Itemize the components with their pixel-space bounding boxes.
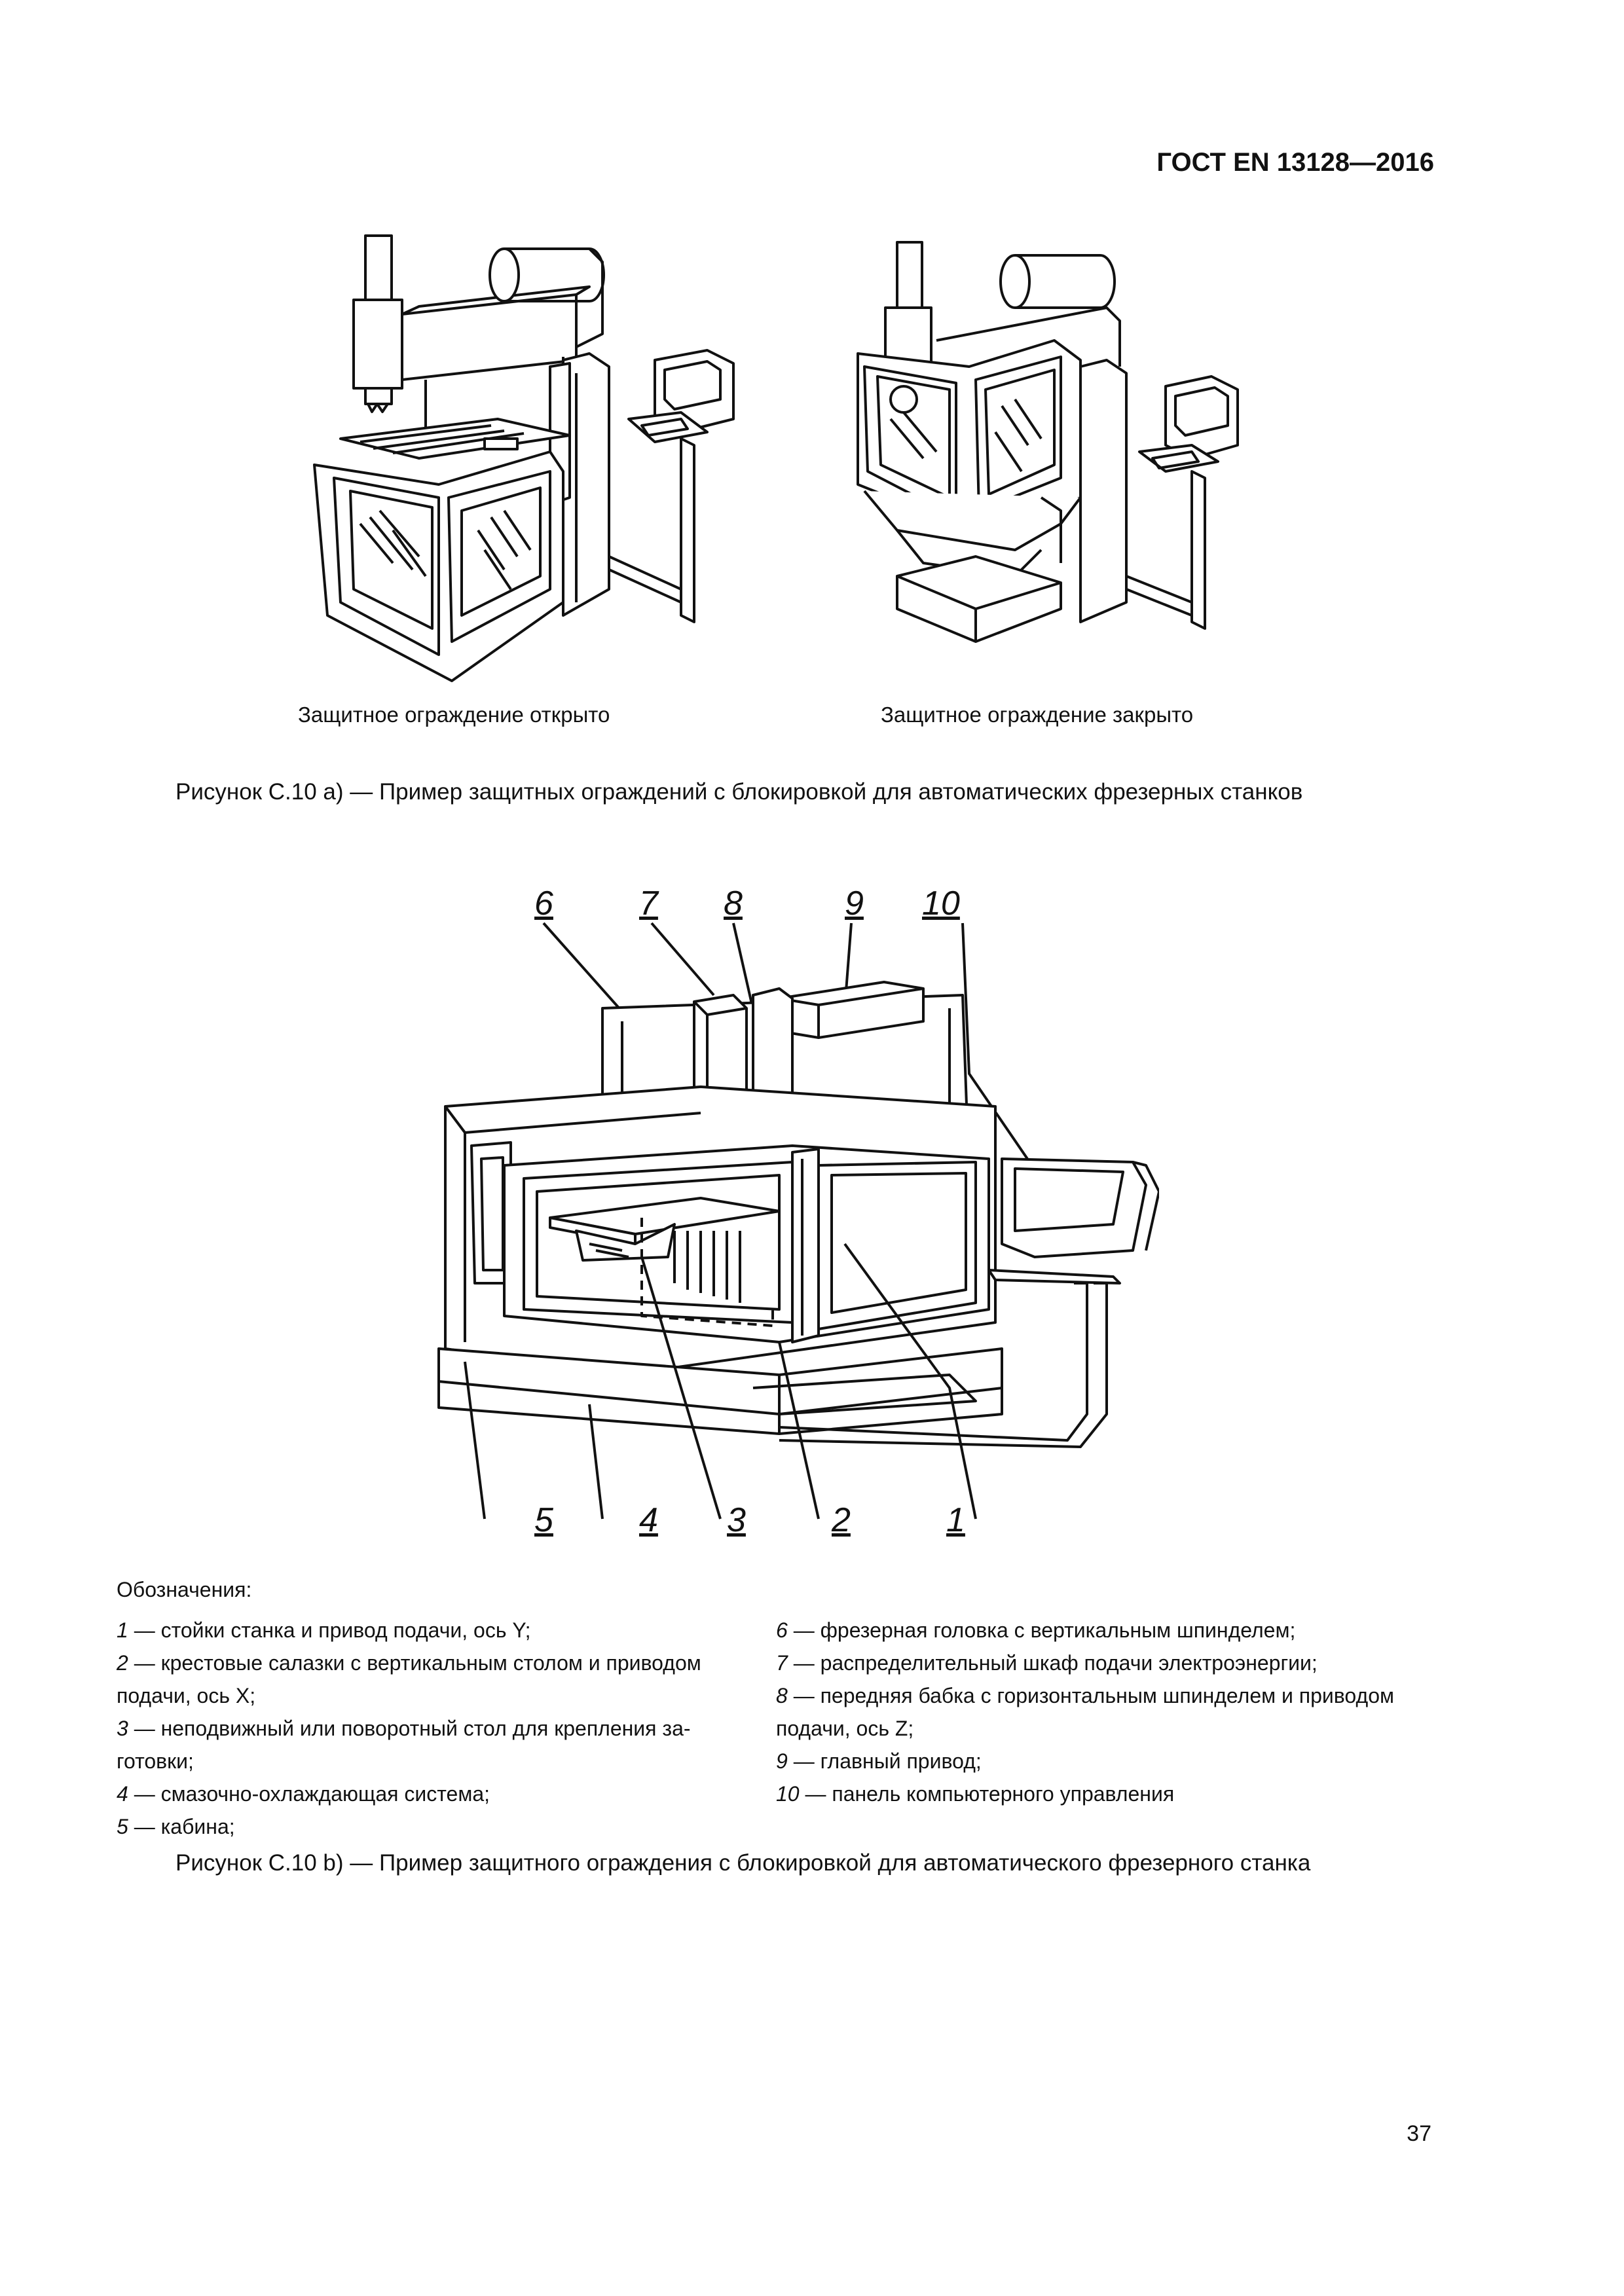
callout-10: 10 [922, 884, 960, 922]
legend-item: 1 — стойки станка и привод подачи, ось Y… [117, 1618, 531, 1642]
legend-item: готовки; [117, 1749, 194, 1773]
callout-9: 9 [845, 884, 864, 922]
legend-item: 4 — смазочно-охлаждающая система; [117, 1782, 490, 1806]
document-code: ГОСТ EN 13128—2016 [1156, 148, 1434, 177]
legend-item: 3 — неподвижный или поворотный стол для … [117, 1717, 691, 1740]
legend-title: Обозначения: [117, 1578, 252, 1601]
callout-6: 6 [534, 884, 553, 922]
legend-item: 5 — кабина; [117, 1815, 235, 1838]
legend-item: 10 — панель компьютерного управления [776, 1782, 1175, 1806]
legend-item: 7 — распределительный шкаф подачи электр… [776, 1651, 1318, 1675]
page-number: 37 [1407, 2121, 1431, 2146]
figure-b-caption: Рисунок С.10 b) — Пример защитного ограж… [175, 1850, 1311, 1876]
legend-item: подачи, ось Z; [776, 1717, 914, 1740]
callout-7: 7 [639, 884, 658, 922]
legend-item: подачи, ось X; [117, 1684, 256, 1707]
callout-2: 2 [832, 1501, 851, 1539]
legend-left-column: 1 — стойки станка и привод подачи, ось Y… [117, 1614, 745, 1843]
figure-a-left-caption: Защитное ограждение открыто [298, 702, 610, 727]
callout-5: 5 [534, 1501, 553, 1539]
legend-right-column: 6 — фрезерная головка с вертикальным шпи… [776, 1614, 1437, 1810]
legend-item: 9 — главный привод; [776, 1749, 982, 1773]
legend-item: 2 — крестовые салазки с вертикальным сто… [117, 1651, 701, 1675]
machine-guard-closed-illustration [845, 236, 1277, 681]
figure-a-right-caption: Защитное ограждение закрыто [881, 702, 1194, 727]
milling-machine-illustration [426, 917, 1159, 1539]
callout-4: 4 [639, 1501, 658, 1539]
machine-guard-open-illustration [288, 223, 760, 694]
legend-item: 8 — передняя бабка с горизонтальным шпин… [776, 1684, 1394, 1707]
callout-8: 8 [724, 884, 743, 922]
legend-item: 6 — фрезерная головка с вертикальным шпи… [776, 1618, 1296, 1642]
figure-a-caption: Рисунок С.10 а) — Пример защитных огражд… [175, 779, 1303, 805]
callout-3: 3 [727, 1501, 746, 1539]
callout-1: 1 [946, 1501, 965, 1539]
